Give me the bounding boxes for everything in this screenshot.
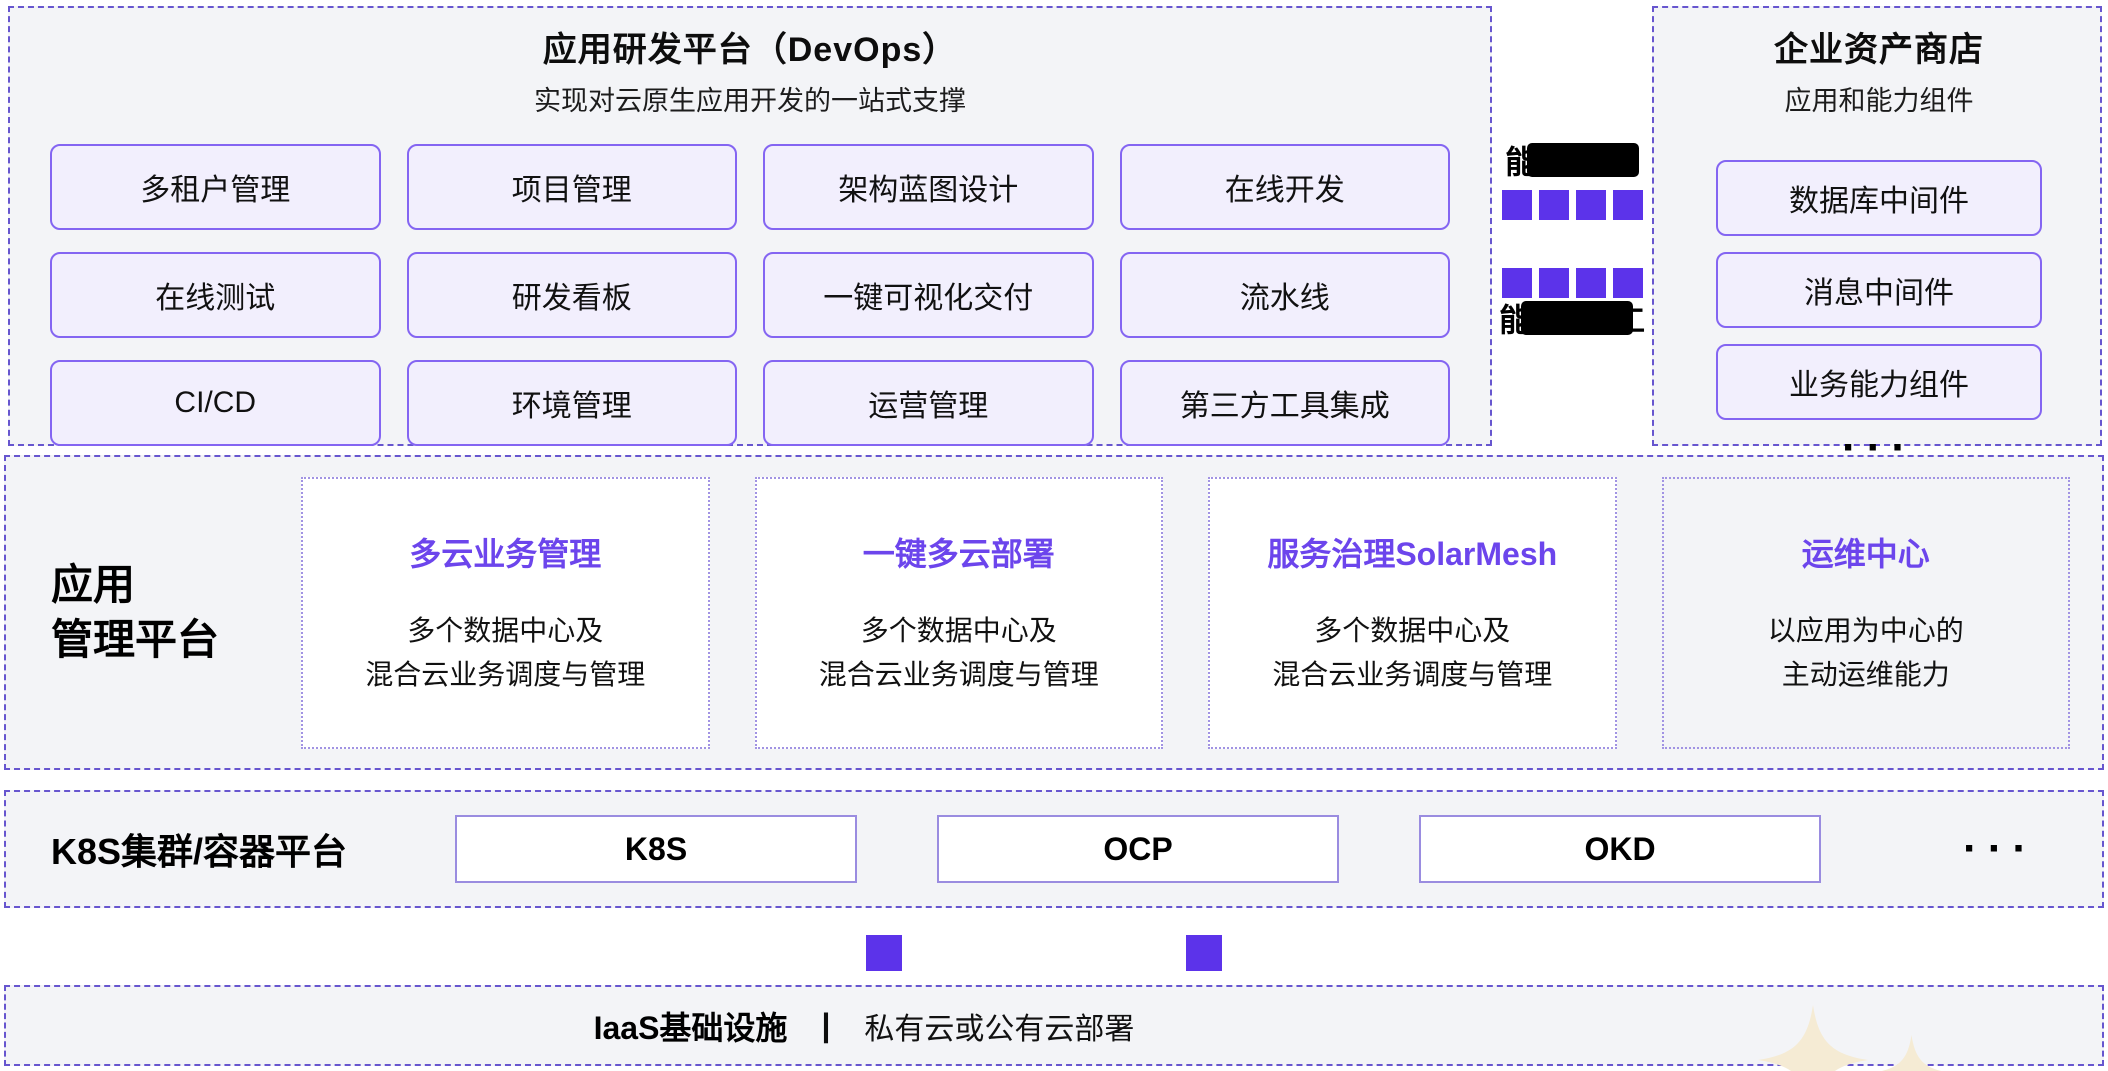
devops-item: 在线测试 [50, 252, 381, 338]
capability-bridge: 能 能 工 [1492, 6, 1652, 446]
devops-item: 在线开发 [1119, 144, 1450, 230]
devops-item: 多租户管理 [50, 144, 381, 230]
iaas-subtitle: 私有云或公有云部署 [864, 1012, 1135, 1046]
sparkle-watermark-icon [1758, 1005, 1868, 1071]
dashed-arrow-left [1501, 268, 1643, 298]
devops-item: 运营管理 [763, 360, 1094, 446]
card-description: 以应用为中心的 主动运维能力 [1767, 615, 1964, 690]
more-ellipsis: ··· [1963, 824, 2038, 873]
redacted-label-bottom: 能 工 [1499, 298, 1645, 338]
card-description: 多个数据中心及 混合云业务调度与管理 [818, 615, 1099, 690]
redaction-bar [1521, 301, 1633, 335]
arrow-segment [1575, 268, 1606, 298]
asset-item: 数据库中间件 [1716, 160, 2042, 236]
devops-subtitle: 实现对云原生应用开发的一站式支撑 [534, 86, 966, 116]
arrow-segment [1538, 268, 1569, 298]
devops-item: 架构蓝图设计 [763, 144, 1094, 230]
asset-store-subtitle: 应用和能力组件 [1784, 86, 1974, 116]
iaas-section: IaaS基础设施 | 私有云或公有云部署 [4, 985, 2104, 1071]
card-description: 多个数据中心及 混合云业务调度与管理 [365, 615, 646, 690]
card-title: 服务治理SolarMesh [1267, 536, 1558, 573]
asset-item: 消息中间件 [1716, 252, 2042, 328]
iaas-title: IaaS基础设施 [593, 1009, 788, 1046]
card-title: 运维中心 [1801, 536, 1930, 573]
devops-item: CI/CD [50, 360, 381, 446]
card-ops-center: 运维中心 以应用为中心的 主动运维能力 [1661, 476, 2070, 749]
devops-item: 项目管理 [406, 144, 737, 230]
app-management-label: 应用 管理平台 [51, 560, 220, 663]
card-oneclick-deploy: 一键多云部署 多个数据中心及 混合云业务调度与管理 [754, 476, 1163, 749]
devops-item: 一键可视化交付 [763, 252, 1094, 338]
top-row: 应用研发平台（DevOps） 实现对云原生应用开发的一站式支撑 多租户管理 项目… [8, 6, 2102, 470]
asset-item: 业务能力组件 [1716, 344, 2042, 420]
connector-square [1186, 935, 1222, 971]
dashed-arrow-right [1501, 190, 1643, 220]
card-title: 一键多云部署 [862, 536, 1055, 573]
devops-feature-grid: 多租户管理 项目管理 架构蓝图设计 在线开发 在线测试 研发看板 一键可视化交付… [50, 144, 1450, 446]
card-title: 多云业务管理 [409, 536, 602, 573]
app-management-section: 应用 管理平台 多云业务管理 多个数据中心及 混合云业务调度与管理 一键多云部署… [4, 455, 2104, 770]
container-platform-section: K8S集群/容器平台 K8S OCP OKD ··· [4, 790, 2104, 908]
redaction-bar [1527, 143, 1639, 177]
arrow-segment [1612, 190, 1643, 220]
sparkle-watermark-icon [1881, 1035, 1942, 1071]
arrow-segment [1575, 190, 1606, 220]
arrow-segment [1538, 190, 1569, 220]
iaas-divider: | [821, 1007, 831, 1043]
app-management-cards: 多云业务管理 多个数据中心及 混合云业务调度与管理 一键多云部署 多个数据中心及… [301, 476, 2070, 749]
devops-item: 研发看板 [406, 252, 737, 338]
devops-item: 环境管理 [406, 360, 737, 446]
connector-square [866, 935, 902, 971]
arrow-segment [1501, 190, 1532, 220]
platform-box-okd: OKD [1419, 815, 1822, 883]
asset-store-section: 企业资产商店 应用和能力组件 数据库中间件 消息中间件 业务能力组件 ··· [1652, 6, 2102, 470]
platform-box-ocp: OCP [937, 815, 1340, 883]
redacted-label-top: 能 [1505, 140, 1639, 180]
card-service-governance: 服务治理SolarMesh 多个数据中心及 混合云业务调度与管理 [1208, 476, 1617, 749]
platform-box-k8s: K8S [455, 815, 858, 883]
devops-title: 应用研发平台（DevOps） [542, 31, 958, 69]
card-multicloud-business: 多云业务管理 多个数据中心及 混合云业务调度与管理 [301, 476, 710, 749]
devops-item: 第三方工具集成 [1119, 360, 1450, 446]
arrow-segment [1501, 268, 1532, 298]
card-description: 多个数据中心及 混合云业务调度与管理 [1272, 615, 1553, 690]
devops-item: 流水线 [1119, 252, 1450, 338]
arrow-segment [1612, 268, 1643, 298]
devops-platform-section: 应用研发平台（DevOps） 实现对云原生应用开发的一站式支撑 多租户管理 项目… [8, 6, 1492, 446]
container-platform-label: K8S集群/容器平台 [51, 831, 348, 872]
asset-store-title: 企业资产商店 [1774, 31, 1984, 69]
asset-store-list: 数据库中间件 消息中间件 业务能力组件 [1716, 160, 2042, 420]
